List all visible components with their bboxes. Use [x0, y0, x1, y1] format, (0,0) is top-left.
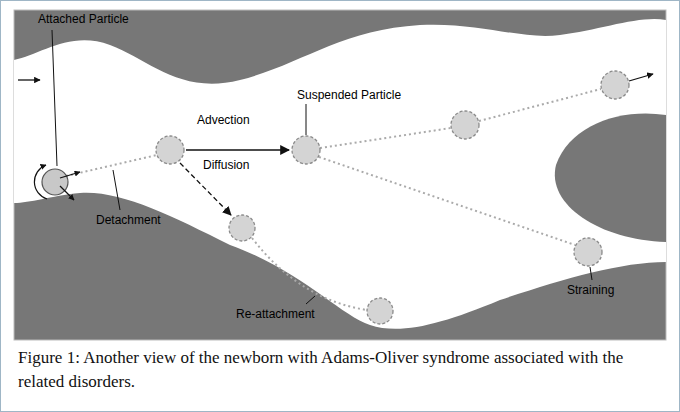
particles — [156, 71, 629, 324]
figure-caption: Figure 1: Another view of the newborn wi… — [18, 346, 658, 394]
rotation-arrow — [34, 165, 47, 199]
particle — [367, 298, 393, 324]
particle — [229, 215, 255, 241]
trajectory — [319, 157, 575, 245]
callout-label: Advection — [197, 113, 250, 127]
pore-channel — [14, 19, 666, 329]
force-arrow — [60, 172, 80, 178]
trajectories — [66, 89, 601, 310]
force-arrow — [60, 186, 74, 200]
particle — [601, 71, 629, 99]
callout-label: Suspended Particle — [297, 88, 401, 102]
leader-line — [113, 170, 120, 210]
trajectory — [479, 89, 601, 121]
leader-line — [52, 30, 57, 166]
particle — [451, 111, 479, 139]
particle — [156, 136, 184, 164]
flow-arrow — [18, 79, 40, 80]
particle — [292, 136, 320, 164]
callout-label: Detachment — [96, 213, 161, 227]
trajectory — [252, 238, 367, 310]
leader-line — [306, 104, 307, 135]
trajectory — [66, 155, 157, 176]
grain-blob — [555, 113, 666, 242]
callout-label: Straining — [567, 283, 614, 297]
callout-label: Diffusion — [203, 158, 249, 172]
callout-label: Attached Particle — [38, 12, 129, 26]
leader-lines — [52, 30, 592, 304]
exit-arrow — [629, 74, 653, 81]
advection-arrow — [186, 149, 289, 150]
particle — [574, 238, 602, 266]
callout-label: Re-attachment — [236, 307, 315, 321]
leader-line — [590, 267, 592, 280]
attached-particle — [42, 169, 68, 195]
trajectory — [320, 128, 451, 148]
grain-background — [14, 10, 666, 340]
leader-line — [306, 296, 315, 304]
